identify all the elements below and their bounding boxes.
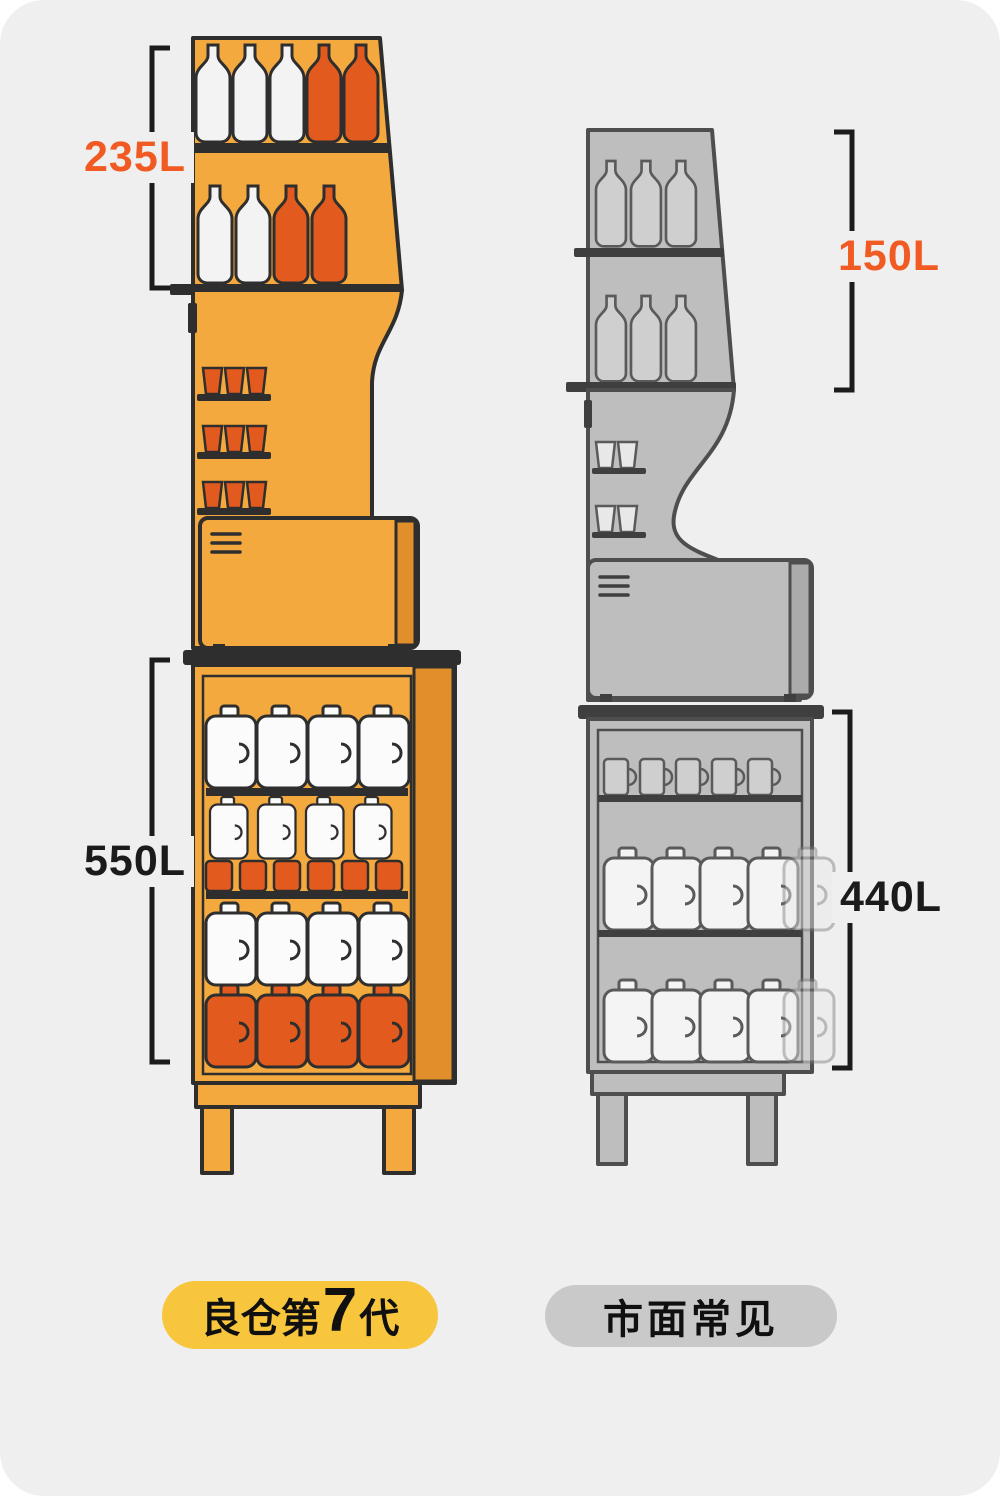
right-unit-badge: 市面常见 bbox=[545, 1285, 837, 1347]
right-drawer-box bbox=[586, 558, 814, 702]
left-shelf-board-1 bbox=[176, 143, 390, 153]
left-top-shelf bbox=[170, 36, 404, 295]
right-bottle-row-1 bbox=[594, 159, 698, 248]
right-cabinet-shelf-3-jugs bbox=[602, 978, 836, 1064]
overflow-jug-icon bbox=[782, 978, 836, 1064]
right-legs bbox=[590, 1070, 786, 1166]
left-badge-suffix: 代 bbox=[359, 1297, 400, 1341]
right-counter-top bbox=[578, 705, 824, 719]
left-unit-badge: 良仓第 7 代 bbox=[162, 1276, 438, 1349]
right-top-shelf bbox=[566, 128, 736, 392]
right-unit-illustration bbox=[566, 128, 836, 1166]
left-bottom-capacity-label: 550L bbox=[76, 836, 195, 887]
right-top-capacity-label: 150L bbox=[830, 231, 949, 282]
left-top-capacity-label: 235L bbox=[76, 132, 195, 183]
right-bottle-row-2 bbox=[594, 294, 698, 383]
overflow-jug-icon bbox=[782, 846, 836, 932]
right-cabinet bbox=[586, 717, 836, 1074]
left-unit-illustration bbox=[170, 36, 461, 1175]
right-cabinet-shelf-2-jugs bbox=[602, 846, 836, 932]
right-shelf-board-1 bbox=[574, 248, 724, 257]
right-cup-shelves bbox=[592, 440, 646, 538]
right-bottom-capacity-label: 440L bbox=[832, 872, 951, 923]
left-cup-shelves bbox=[197, 366, 271, 515]
left-legs bbox=[194, 1081, 422, 1175]
left-counter-top bbox=[183, 650, 461, 665]
left-latch bbox=[188, 303, 197, 333]
left-badge-prefix: 良仓第 bbox=[200, 1297, 321, 1341]
left-badge-number: 7 bbox=[322, 1276, 358, 1345]
left-drawer-box bbox=[198, 516, 420, 652]
left-cabinet bbox=[191, 663, 457, 1085]
right-latch bbox=[584, 400, 592, 428]
